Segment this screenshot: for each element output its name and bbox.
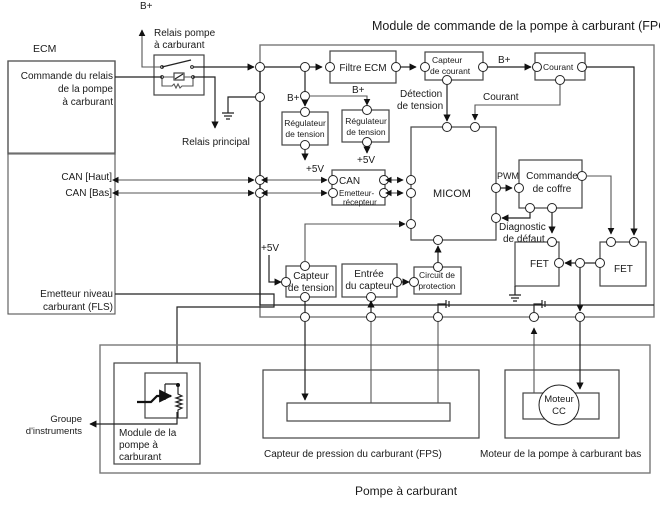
fpcm-pin-relay bbox=[255, 62, 265, 72]
ground-icon bbox=[437, 300, 450, 312]
micom-box bbox=[410, 126, 497, 241]
ecm-can-high: CAN [Haut] bbox=[61, 172, 112, 183]
protection-label-1: Circuit de bbox=[419, 270, 455, 280]
voltage-detect-1: Détection bbox=[400, 89, 442, 100]
fps-sensor-element bbox=[286, 402, 451, 422]
current-box-label: Courant bbox=[543, 62, 574, 72]
motor-command-label-1: Commande bbox=[526, 171, 578, 182]
motor-label-2: CC bbox=[552, 406, 566, 417]
fpcm-pin-can-high bbox=[255, 175, 265, 185]
fps-label: Capteur de pression du carburant (FPS) bbox=[264, 449, 442, 460]
ecm-box bbox=[7, 60, 116, 315]
regulator2-label-1: Régulateur bbox=[345, 116, 387, 126]
ecm-relay-cmd-3: à carburant bbox=[62, 97, 113, 108]
sensor-input-label-2: du capteur bbox=[345, 281, 393, 292]
fet-2-box bbox=[599, 241, 647, 287]
fuel-pump-box bbox=[99, 344, 651, 474]
voltage-detect-2: de tension bbox=[397, 101, 443, 112]
ecm-filter-label: Filtre ECM bbox=[339, 63, 386, 74]
current-sensor-box bbox=[424, 51, 484, 81]
pwm-label: PWM bbox=[497, 171, 519, 181]
pump-module-label-2: pompe à bbox=[119, 440, 158, 451]
fet-1-label: FET bbox=[530, 259, 549, 270]
fuel-pump-relay: B+ Relais pompe à carburant Relais princ… bbox=[115, 1, 255, 148]
motor-label-1: Moteur bbox=[544, 394, 574, 405]
ground-wire bbox=[227, 96, 256, 113]
fpcm-pin-can-low bbox=[255, 188, 265, 198]
transceiver-label-1: Emetteur- bbox=[339, 189, 374, 198]
relay-bplus: B+ bbox=[140, 1, 153, 12]
can-label: CAN bbox=[339, 176, 360, 187]
ground-icon bbox=[509, 294, 521, 302]
can-transceiver-box bbox=[331, 169, 386, 206]
fls-wire bbox=[115, 293, 275, 412]
ground-icon bbox=[533, 300, 546, 312]
instrument-cluster-1: Groupe bbox=[50, 414, 82, 425]
ecm-label: ECM bbox=[33, 43, 56, 55]
fet-2-label: FET bbox=[614, 264, 633, 275]
dc-motor-icon bbox=[538, 384, 580, 426]
plus5v-2: +5V bbox=[357, 155, 375, 166]
ecm-fls-2: carburant (FLS) bbox=[43, 302, 113, 313]
micom-label: MICOM bbox=[433, 188, 471, 200]
voltage-sensor-label-1: Capteur bbox=[293, 271, 329, 282]
pump-module-label-3: carburant bbox=[119, 452, 161, 463]
ecm-block: ECM Commande du relais de la pompe à car… bbox=[7, 43, 116, 313]
motor-command-label-2: de coffre bbox=[533, 184, 572, 195]
fault-diag-2: de défaut bbox=[503, 234, 545, 245]
regulator2-label-2: de tension bbox=[346, 127, 385, 137]
current-label: Courant bbox=[483, 92, 519, 103]
motor-title: Moteur de la pompe à carburant bas bbox=[480, 449, 641, 460]
potentiometer-icon bbox=[165, 383, 184, 418]
bplus-left-label: B+ bbox=[287, 93, 300, 104]
fpcm-pin-gnd bbox=[255, 92, 265, 102]
relay-switch-icon bbox=[161, 59, 192, 68]
transceiver-label-2: récepteur bbox=[343, 198, 377, 207]
regulator1-label-1: Régulateur bbox=[284, 118, 326, 128]
sensor-input-label-1: Entrée bbox=[354, 269, 384, 280]
plus5v-3: +5V bbox=[261, 243, 279, 254]
bplus-arrow bbox=[138, 29, 162, 68]
ecm-fls-1: Emetteur niveau bbox=[40, 289, 113, 300]
fault-diag-1: Diagnostic bbox=[499, 222, 546, 233]
fet-1-box bbox=[514, 241, 560, 287]
fuel-pump-title: Pompe à carburant bbox=[355, 484, 458, 498]
relay-resistor-icon bbox=[161, 77, 194, 90]
bplus-mid-label: B+ bbox=[352, 85, 365, 96]
plus5v-1: +5V bbox=[306, 164, 324, 175]
ecm-filter-box bbox=[329, 50, 397, 84]
relay-label-1: Relais pompe bbox=[154, 28, 216, 39]
ecm-relay-cmd-2: de la pompe bbox=[58, 84, 113, 95]
voltage-regulator-2 bbox=[341, 109, 390, 143]
float-arm-icon bbox=[137, 389, 173, 404]
instrument-cluster-2: d'instruments bbox=[26, 426, 82, 437]
voltage-sensor-label-2: de tension bbox=[288, 283, 334, 294]
relay-label-2: à carburant bbox=[154, 40, 205, 51]
current-sensor-label-1: Capteur bbox=[432, 55, 462, 65]
bplus-top-label: B+ bbox=[498, 55, 511, 66]
pump-module-label-1: Module de la bbox=[119, 428, 177, 439]
fpcm-rail bbox=[259, 71, 654, 306]
voltage-sensor-box bbox=[285, 265, 337, 298]
ground-icon bbox=[222, 112, 234, 120]
ecm-can-low: CAN [Bas] bbox=[65, 188, 112, 199]
main-relay-arrow bbox=[193, 76, 219, 129]
ecm-relay-cmd-1: Commande du relais bbox=[21, 71, 113, 82]
regulator1-label-2: de tension bbox=[285, 129, 324, 139]
protection-label-2: protection bbox=[418, 281, 456, 291]
motor-command-box bbox=[518, 159, 583, 209]
main-relay-label: Relais principal bbox=[182, 137, 250, 148]
fpcm-title: Module de commande de la pompe à carbura… bbox=[372, 19, 660, 33]
current-sensor-label-2: de courant bbox=[430, 66, 471, 76]
